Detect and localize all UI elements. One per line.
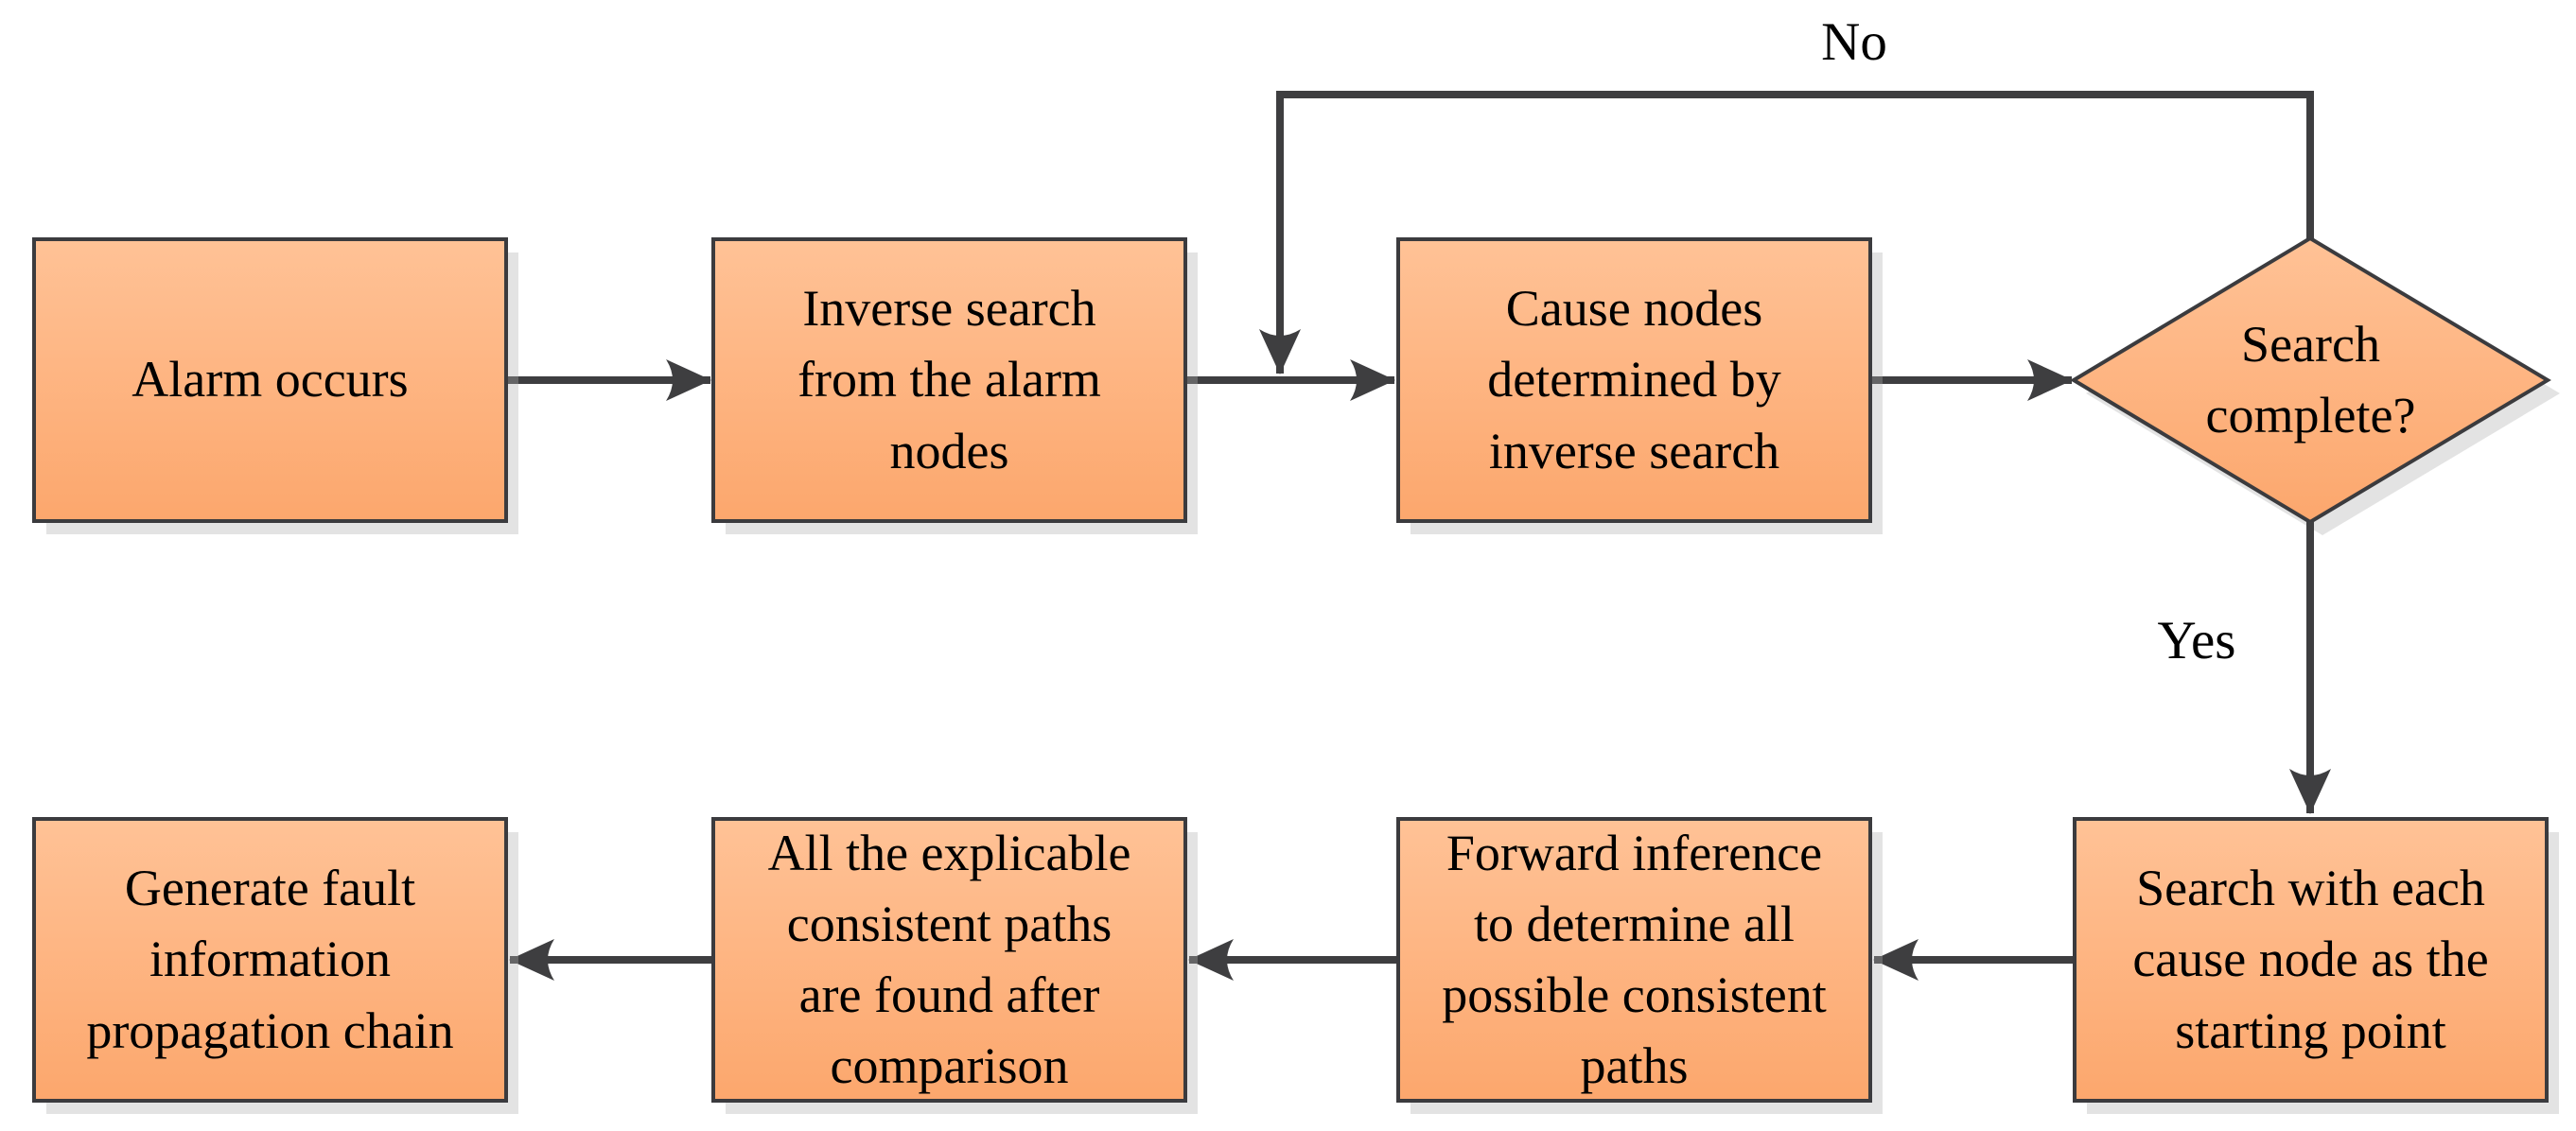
edge-label-no: No (1821, 12, 1887, 72)
arrow-no-feedback-loop (1259, 91, 2314, 374)
node-generate-fault-chain: Generate fault information propagation c… (32, 817, 508, 1103)
node-inverse-search-label: Inverse search from the alarm nodes (797, 280, 1101, 479)
node-cause-nodes-label: Cause nodes determined by inverse search (1487, 280, 1781, 479)
decision-diamond-shape (2070, 235, 2551, 525)
node-search-with-each-cause-node: Search with each cause node as the start… (2073, 817, 2549, 1103)
node-search-with-each-cause-node-label: Search with each cause node as the start… (2132, 860, 2489, 1059)
node-forward-inference-label: Forward inference to determine all possi… (1442, 824, 1827, 1095)
node-explicable-consistent-paths-label: All the explicable consistent paths are … (767, 824, 1131, 1095)
node-alarm-occurs-label: Alarm occurs (131, 351, 409, 409)
edge-label-yes: Yes (2157, 611, 2236, 670)
node-alarm-occurs: Alarm occurs (32, 237, 508, 523)
node-inverse-search: Inverse search from the alarm nodes (711, 237, 1187, 523)
node-forward-inference: Forward inference to determine all possi… (1396, 817, 1872, 1103)
node-generate-fault-chain-label: Generate fault information propagation c… (86, 860, 454, 1059)
node-cause-nodes: Cause nodes determined by inverse search (1396, 237, 1872, 523)
node-explicable-consistent-paths: All the explicable consistent paths are … (711, 817, 1187, 1103)
